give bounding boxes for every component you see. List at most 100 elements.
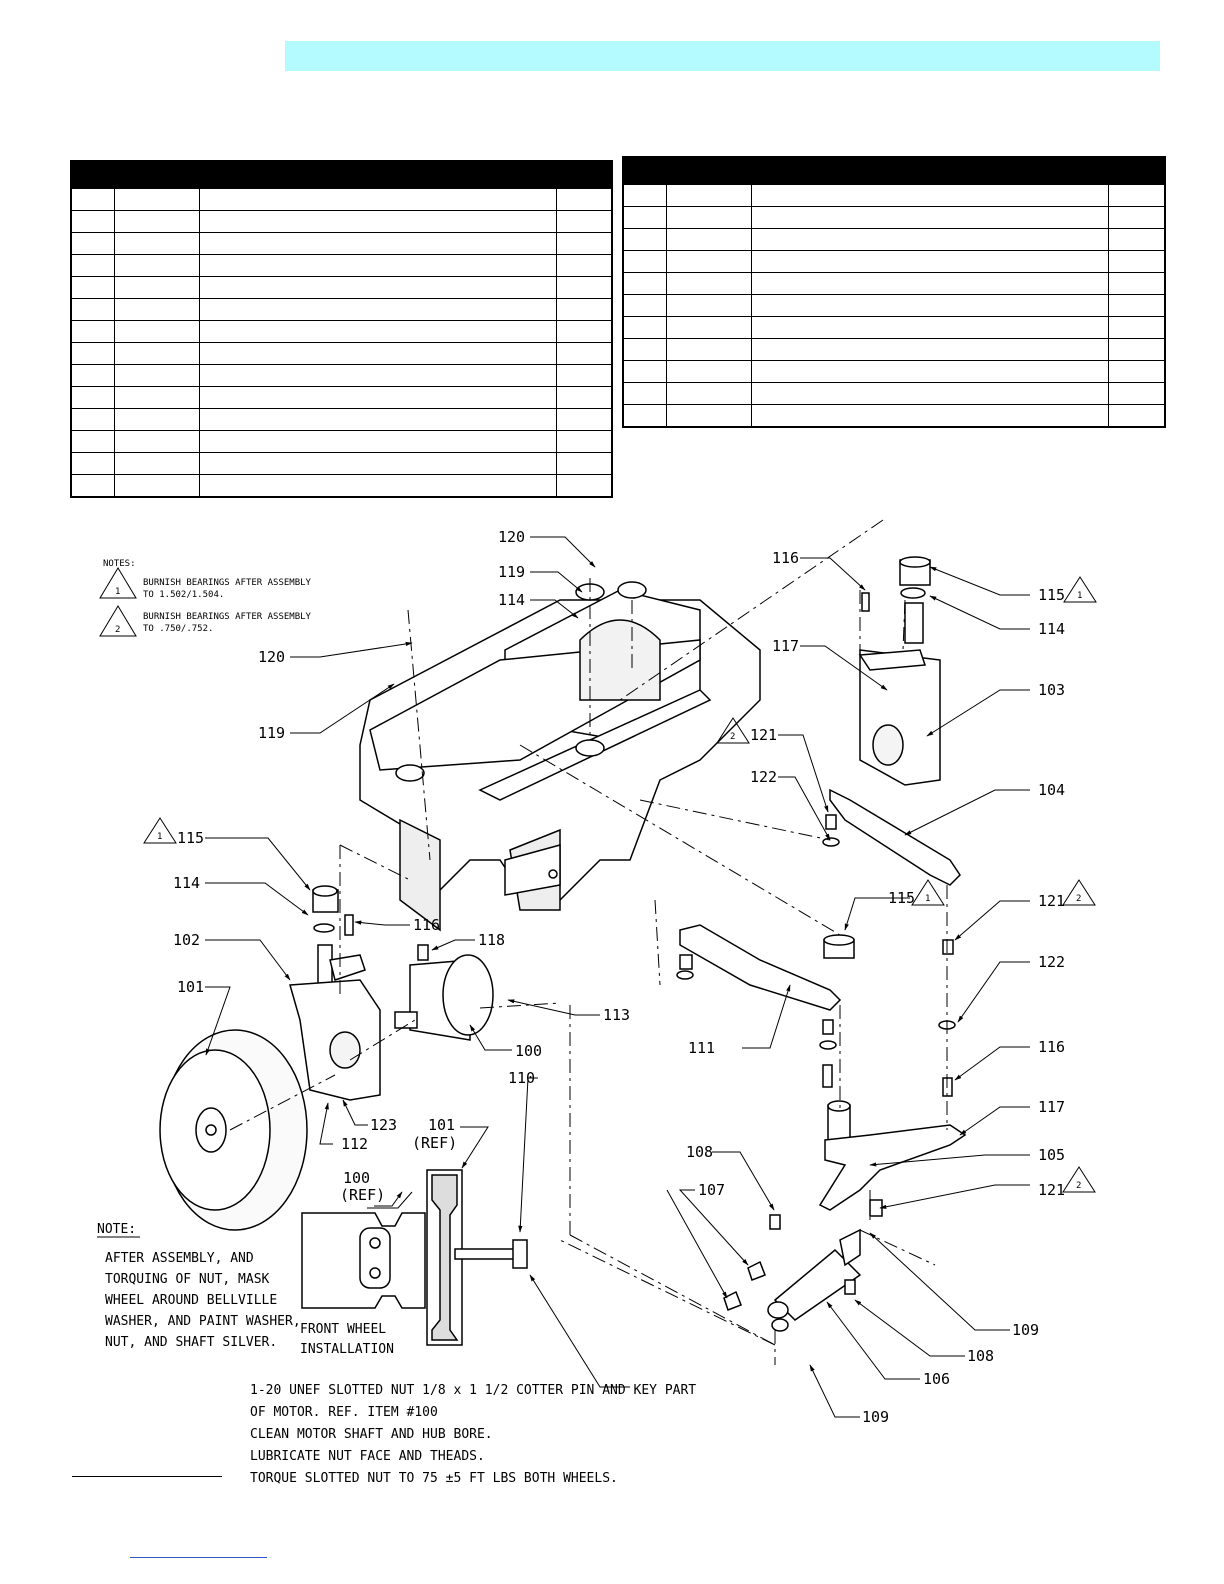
triangle-icon [1062,879,1096,906]
table-row [70,188,613,211]
assembly-note: NOTE: AFTER ASSEMBLY, AND TORQUING OF NU… [97,1222,301,1350]
note-2-number: 2 [115,625,120,635]
assembly-note-line: WASHER, AND PAINT WASHER, [105,1314,301,1329]
callout-109: 109 [1012,1321,1039,1339]
note-1-line2: TO 1.502/1.504. [143,590,224,600]
drag-link-111 [679,924,842,1011]
callout-101: 101 [177,978,204,996]
callout-108: 108 [686,1143,713,1161]
assembly-note-line: NUT, AND SHAFT SILVER. [105,1335,277,1350]
table-row [70,254,613,277]
parts-table-left [70,160,613,498]
footer-link-underline [130,1557,267,1558]
callout-100-ref-sub: (REF) [340,1186,385,1204]
callout-109: 109 [862,1408,889,1426]
table-row [622,338,1166,361]
callout-122: 122 [1038,953,1065,971]
header-banner [285,41,1160,71]
callout-100: 100 [515,1042,542,1060]
note-1-triangle-icon [99,567,137,599]
callout-121: 121 [1038,892,1065,910]
notes-heading: NOTES: [103,559,136,569]
table-row [70,452,613,475]
table-row [622,272,1166,295]
front-wheel-installation-detail [301,1169,528,1346]
callout-119: 119 [498,563,525,581]
callout-116: 116 [772,549,799,567]
callout-106: 106 [923,1370,950,1388]
table-row [622,228,1166,251]
front-wheel-caption: FRONT WHEEL INSTALLATION [300,1322,394,1357]
callout-116: 116 [413,916,440,934]
torque-note-line: TORQUE SLOTTED NUT TO 75 ±5 FT LBS BOTH … [250,1471,618,1486]
callout-101-ref-sub: (REF) [412,1134,457,1152]
callout-112: 112 [341,1135,368,1153]
callout-113: 113 [603,1006,630,1024]
callout-123: 123 [370,1116,397,1134]
callout-103: 103 [1038,681,1065,699]
tri-number: 1 [1077,591,1082,601]
assembly-note-heading: NOTE: [97,1222,136,1237]
table-row [70,232,613,255]
callout-119: 119 [258,724,285,742]
callout-120: 120 [258,648,285,666]
callout-118: 118 [478,931,505,949]
torque-note: 1-20 UNEF SLOTTED NUT 1/8 x 1 1/2 COTTER… [250,1383,696,1486]
spacer-parts-122 [822,814,840,847]
callout-labels: 120 119 114 120 119 115 114 116 102 101 … [173,528,1065,1426]
table-row [70,474,613,498]
triangle-icon [716,717,750,744]
assembly-note-line: TORQUING OF NUT, MASK [105,1272,270,1287]
triangle-icon [1063,576,1097,603]
triangle-icon [143,817,177,844]
triangle-icon [1062,1166,1096,1193]
left-knuckle-102 [289,885,381,1101]
callout-120: 120 [498,528,525,546]
callout-102: 102 [173,931,200,949]
steering-arm-105 [818,1100,967,1217]
parts-table-right [622,156,1166,428]
wheel-101 [159,1029,308,1231]
table-row [70,430,613,453]
note-2-line2: TO .750/.752. [143,624,213,634]
table-row [622,404,1166,428]
leader-100ref [367,1191,413,1209]
callout-114: 114 [173,874,200,892]
right-knuckle-assembly [858,556,941,786]
drive-motor-100 [394,944,494,1041]
callout-107: 107 [698,1181,725,1199]
torque-note-line: LUBRICATE NUT FACE AND THEADS. [250,1449,485,1464]
table-row [622,360,1166,383]
callout-111: 111 [688,1039,715,1057]
callout-121: 121 [750,726,777,744]
torque-note-line: 1-20 UNEF SLOTTED NUT 1/8 x 1 1/2 COTTER… [250,1383,696,1398]
tie-rod-104 [829,788,961,886]
callout-116: 116 [1038,1038,1065,1056]
callout-104: 104 [1038,781,1065,799]
table-row [70,364,613,387]
main-frame [359,581,761,932]
table-row [622,382,1166,405]
dashed-centerlines [229,519,948,1365]
tri-number: 2 [1076,894,1081,904]
callout-115: 115 [888,889,915,907]
tri-number: 2 [1076,1181,1081,1191]
notes-block: NOTES: 1 BURNISH BEARINGS AFTER ASSEMBLY… [99,559,312,637]
assembly-note-line: WHEEL AROUND BELLVILLE [105,1293,277,1308]
front-wheel-caption-line1: FRONT WHEEL [300,1322,386,1337]
table-row [70,342,613,365]
callout-114: 114 [1038,620,1065,638]
callout-117: 117 [772,637,799,655]
table-row [70,210,613,233]
callout-110: 110 [508,1069,535,1087]
triangle-numbers: 1 1 2 1 2 2 [157,591,1082,1191]
torque-note-line: OF MOTOR. REF. ITEM #100 [250,1405,438,1420]
table-header-row [622,156,1166,185]
hydraulic-cylinder-106 [723,1214,862,1332]
assembly-note-line: AFTER ASSEMBLY, AND [105,1251,254,1266]
table-row [70,408,613,431]
callout-100-ref: 100 [343,1169,370,1187]
torque-note-line: CLEAN MOTOR SHAFT AND HUB BORE. [250,1427,493,1442]
footnote-rule [72,1476,222,1477]
